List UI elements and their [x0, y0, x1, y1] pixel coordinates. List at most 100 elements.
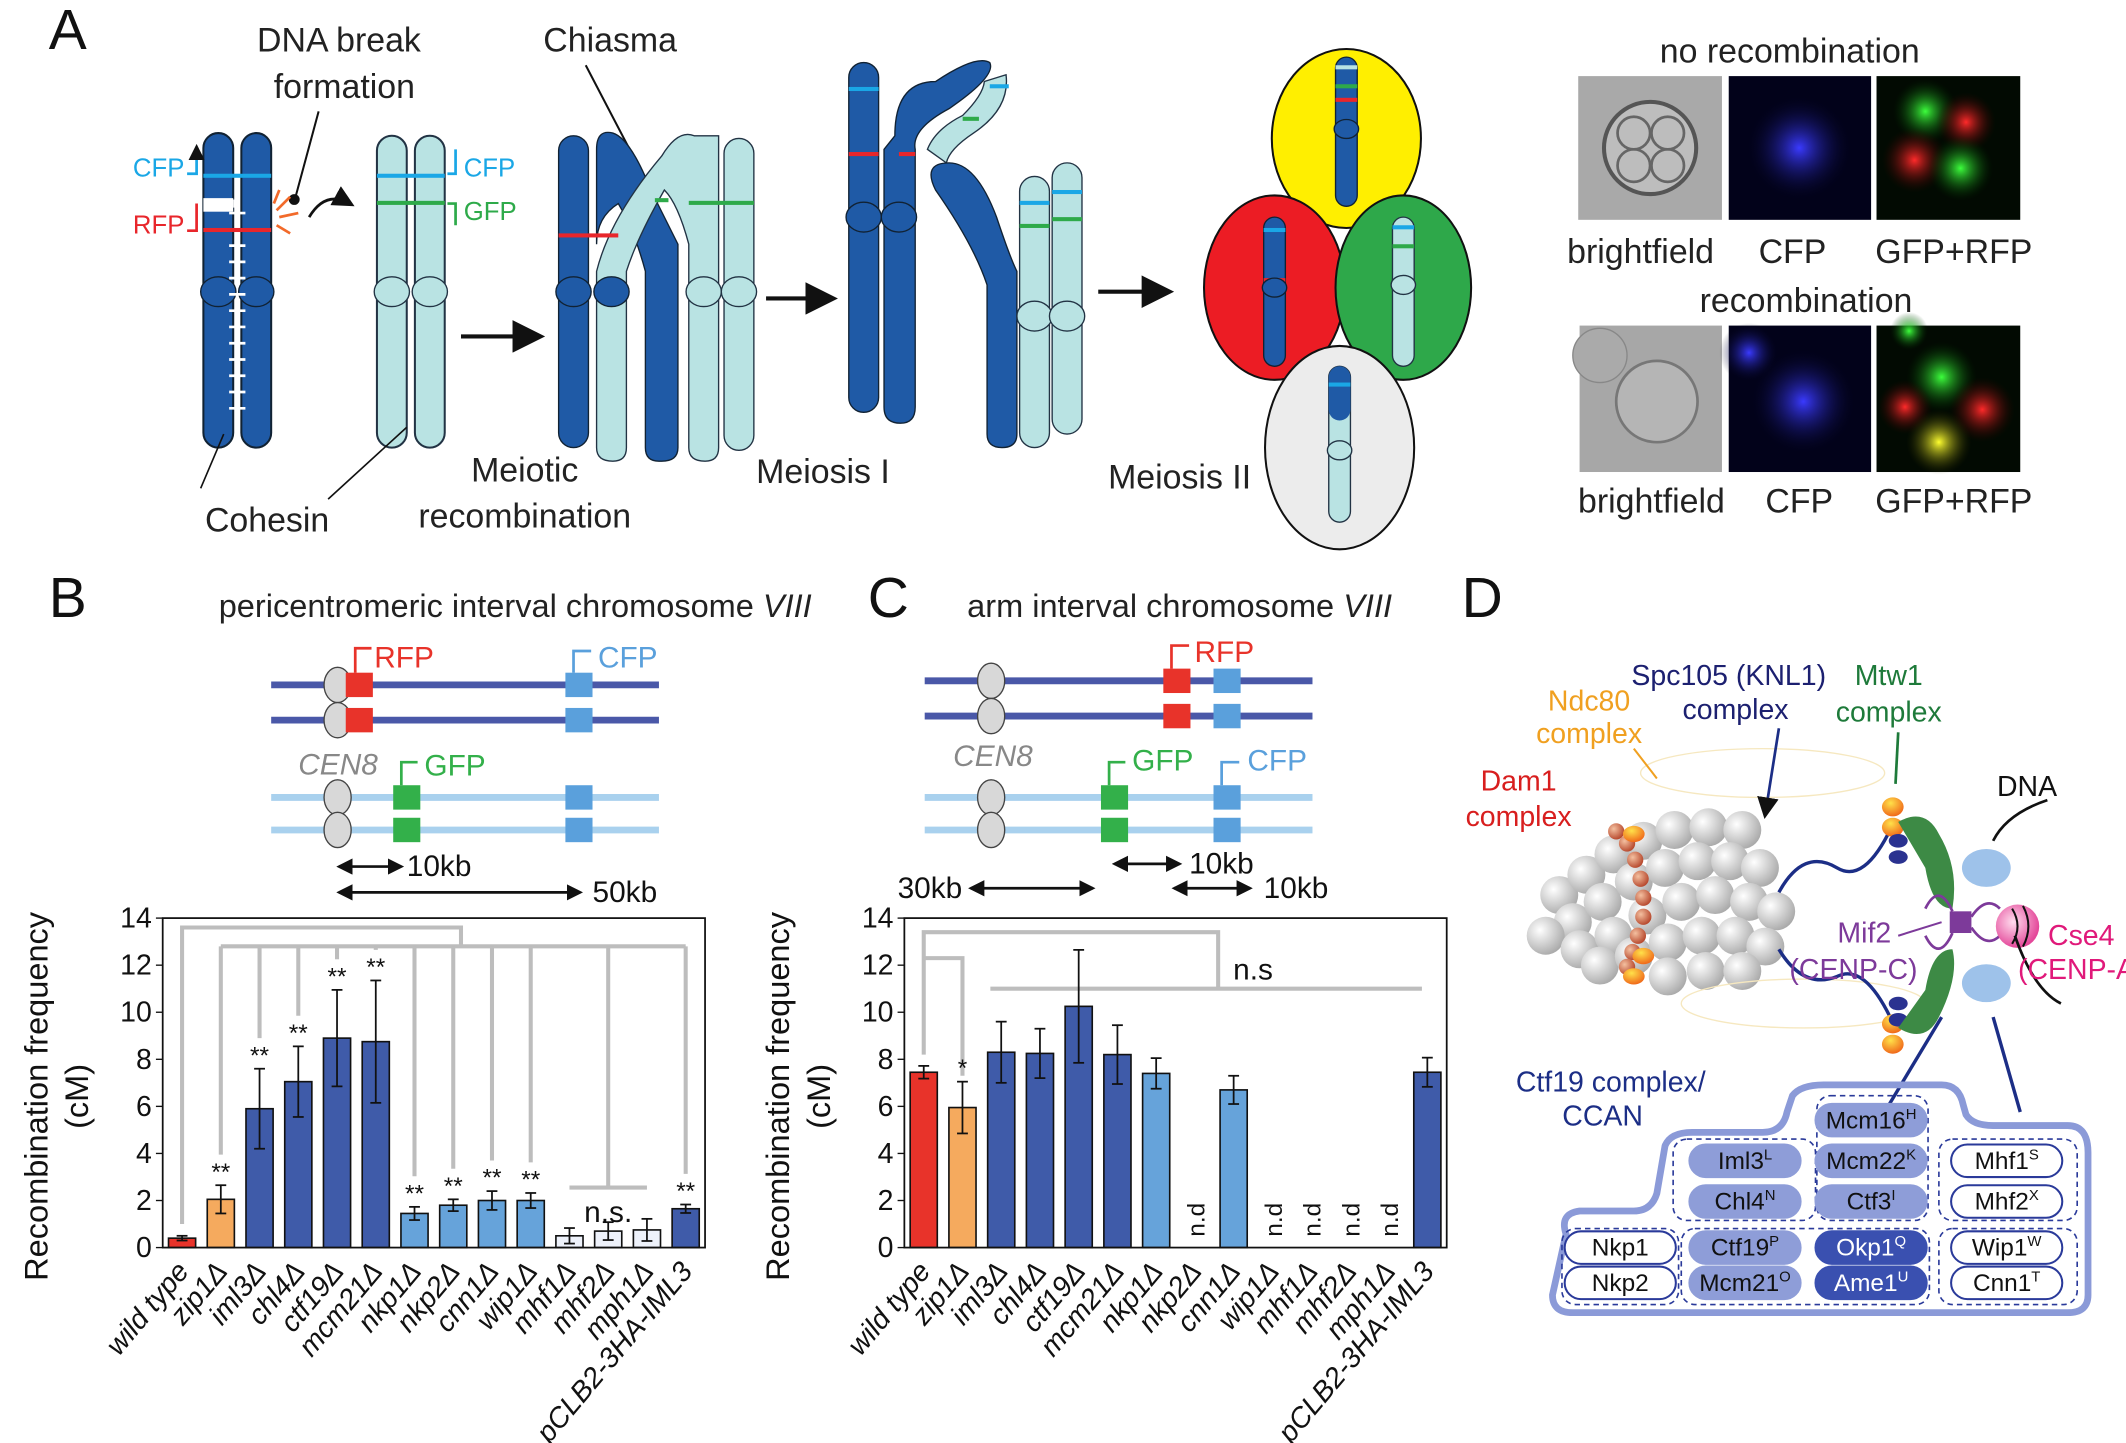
- protein-name-text: Wip1: [1972, 1235, 2028, 1262]
- protein-ame1: Ame1U: [1814, 1265, 1928, 1301]
- protein-name-text: Ctf19: [1711, 1235, 1769, 1262]
- cfp-label-left: CFP: [133, 154, 185, 182]
- panel-label-a: A: [49, 0, 87, 62]
- protein-name-text: Mcm21: [1699, 1270, 1779, 1297]
- panel-b-title: pericentromeric interval chromosome VIII: [219, 588, 812, 624]
- scale-10kb-a: 10kb: [1189, 847, 1254, 880]
- significance-bracket: [180, 925, 464, 1225]
- protein-mcm22: Mcm22K: [1814, 1143, 1928, 1179]
- y-axis-unit: (cM): [801, 1064, 837, 1129]
- cen8-label: CEN8: [953, 740, 1033, 773]
- not-determined-label: n.d: [1377, 1203, 1404, 1237]
- protein-name: Iml3L: [1718, 1147, 1772, 1174]
- protein-pill: [1688, 1184, 1802, 1219]
- protein-pill: [1814, 1184, 1928, 1219]
- protein-okp1: Okp1Q: [1814, 1230, 1928, 1265]
- y-tick-label: 0: [878, 1232, 894, 1264]
- bar: [671, 1207, 701, 1249]
- y-tick-label: 14: [120, 903, 152, 935]
- protein-name-text: Ame1: [1834, 1270, 1898, 1297]
- dna-label: DNA: [1997, 771, 2057, 803]
- protein-name: Wip1W: [1972, 1234, 2043, 1261]
- panel-c-diagram: C arm interval chromosome VIII RFP GFP C…: [868, 566, 1392, 905]
- plot-frame: [903, 917, 1448, 1249]
- dna-break-pointer: [294, 111, 320, 198]
- protein-name-text: Mhf2: [1975, 1189, 2029, 1216]
- cohesin-label: Cohesin: [205, 502, 329, 540]
- rfp-label: RFP: [1195, 636, 1255, 669]
- bar: [1025, 1052, 1055, 1249]
- protein-ctf19: Ctf19P: [1688, 1230, 1802, 1265]
- spc105-label: Spc105 (KNL1): [1631, 660, 1826, 692]
- scale-50kb: 50kb: [593, 876, 658, 909]
- micrograph-row-recombination: [1572, 312, 2021, 475]
- protein-pill: [1950, 1143, 2064, 1179]
- ccan-label: Ctf19 complex/: [1516, 1067, 1706, 1099]
- protein-mcm21: Mcm21O: [1688, 1265, 1802, 1301]
- cse4-label-2: (CENP-A): [2018, 954, 2126, 986]
- y-tick-label: 6: [878, 1091, 894, 1123]
- not-determined-label: n.d: [1183, 1203, 1210, 1237]
- protein-wip1: Wip1W: [1950, 1230, 2064, 1265]
- rfp-label: RFP: [374, 641, 434, 674]
- protein-name: Mcm21O: [1699, 1269, 1791, 1296]
- protein-name-text: Mcm16: [1826, 1107, 1906, 1134]
- bar: [1219, 1089, 1249, 1249]
- mtw1-label: Mtw1: [1855, 660, 1923, 692]
- dna-break-label: DNA break: [257, 22, 421, 60]
- protein-pill: [1563, 1230, 1677, 1265]
- protein-cnn1: Cnn1T: [1950, 1265, 2064, 1301]
- brightfield-label: brightfield: [1578, 483, 1725, 521]
- significance-label: **: [521, 1167, 540, 1194]
- protein-name: Okp1Q: [1836, 1234, 1906, 1261]
- chromosome-pair-light: [373, 134, 449, 449]
- mif2-label-2: (CENP-C): [1789, 954, 1917, 986]
- y-tick-label: 12: [862, 950, 894, 982]
- gfp-label: GFP: [424, 750, 485, 783]
- y-axis-unit: (cM): [59, 1064, 95, 1129]
- title-italic: VIII: [1343, 588, 1392, 624]
- protein-superscript: P: [1769, 1234, 1779, 1250]
- rfp-label-left: RFP: [133, 211, 185, 239]
- bar: [1064, 1005, 1094, 1249]
- meiotic-recombination-label-2: recombination: [418, 498, 631, 536]
- micrograph-row-no-recombination: [1578, 76, 2021, 220]
- protein-name-text: Nkp1: [1592, 1235, 1649, 1262]
- chart-b: Recombination frequency(cM)02468101214n.…: [18, 903, 706, 1443]
- meiosis-i-label: Meiosis I: [756, 453, 890, 491]
- not-determined-label: n.d: [1338, 1203, 1365, 1237]
- protein-mhf2: Mhf2X: [1950, 1184, 2064, 1219]
- significance-label: **: [211, 1159, 230, 1186]
- protein-name: Mhf1S: [1975, 1147, 2039, 1174]
- protein-superscript: T: [2031, 1269, 2040, 1285]
- chromosome-pair-dark: [199, 132, 275, 449]
- mif2-label: Mif2: [1837, 918, 1891, 950]
- panel-label-b: B: [49, 566, 87, 630]
- protein-superscript: U: [1898, 1269, 1909, 1285]
- protein-pill: [1688, 1265, 1802, 1301]
- ndc80-label-2: complex: [1536, 718, 1642, 750]
- protein-pill: [1814, 1265, 1928, 1301]
- spc105-label-2: complex: [1683, 694, 1789, 726]
- cfp-image-label: CFP: [1759, 233, 1827, 271]
- bar: [1412, 1071, 1442, 1249]
- mtw1-label-2: complex: [1836, 697, 1942, 729]
- recombination-label: recombination: [1700, 282, 1913, 320]
- gfp-label-right: GFP: [464, 198, 517, 226]
- protein-name: Mcm16H: [1826, 1107, 1917, 1134]
- protein-name: Mhf2X: [1975, 1188, 2039, 1215]
- meiotic-recombination-label: Meiotic: [471, 452, 578, 490]
- significance-label: **: [366, 954, 385, 981]
- y-tick-label: 10: [862, 997, 894, 1029]
- dam1-label: Dam1: [1481, 766, 1557, 798]
- protein-superscript: Q: [1894, 1234, 1906, 1250]
- significance-bracket: [921, 930, 1221, 1055]
- cfp-label: CFP: [1247, 744, 1307, 777]
- protein-name-text: Ctf3: [1847, 1189, 1892, 1216]
- protein-nkp2: Nkp2: [1563, 1265, 1677, 1301]
- protein-superscript: L: [1764, 1147, 1772, 1163]
- panel-label-c: C: [868, 566, 909, 630]
- protein-mcm16: Mcm16H: [1814, 1102, 1928, 1138]
- spores: [1202, 47, 1473, 551]
- cse4-label: Cse4: [2048, 920, 2114, 952]
